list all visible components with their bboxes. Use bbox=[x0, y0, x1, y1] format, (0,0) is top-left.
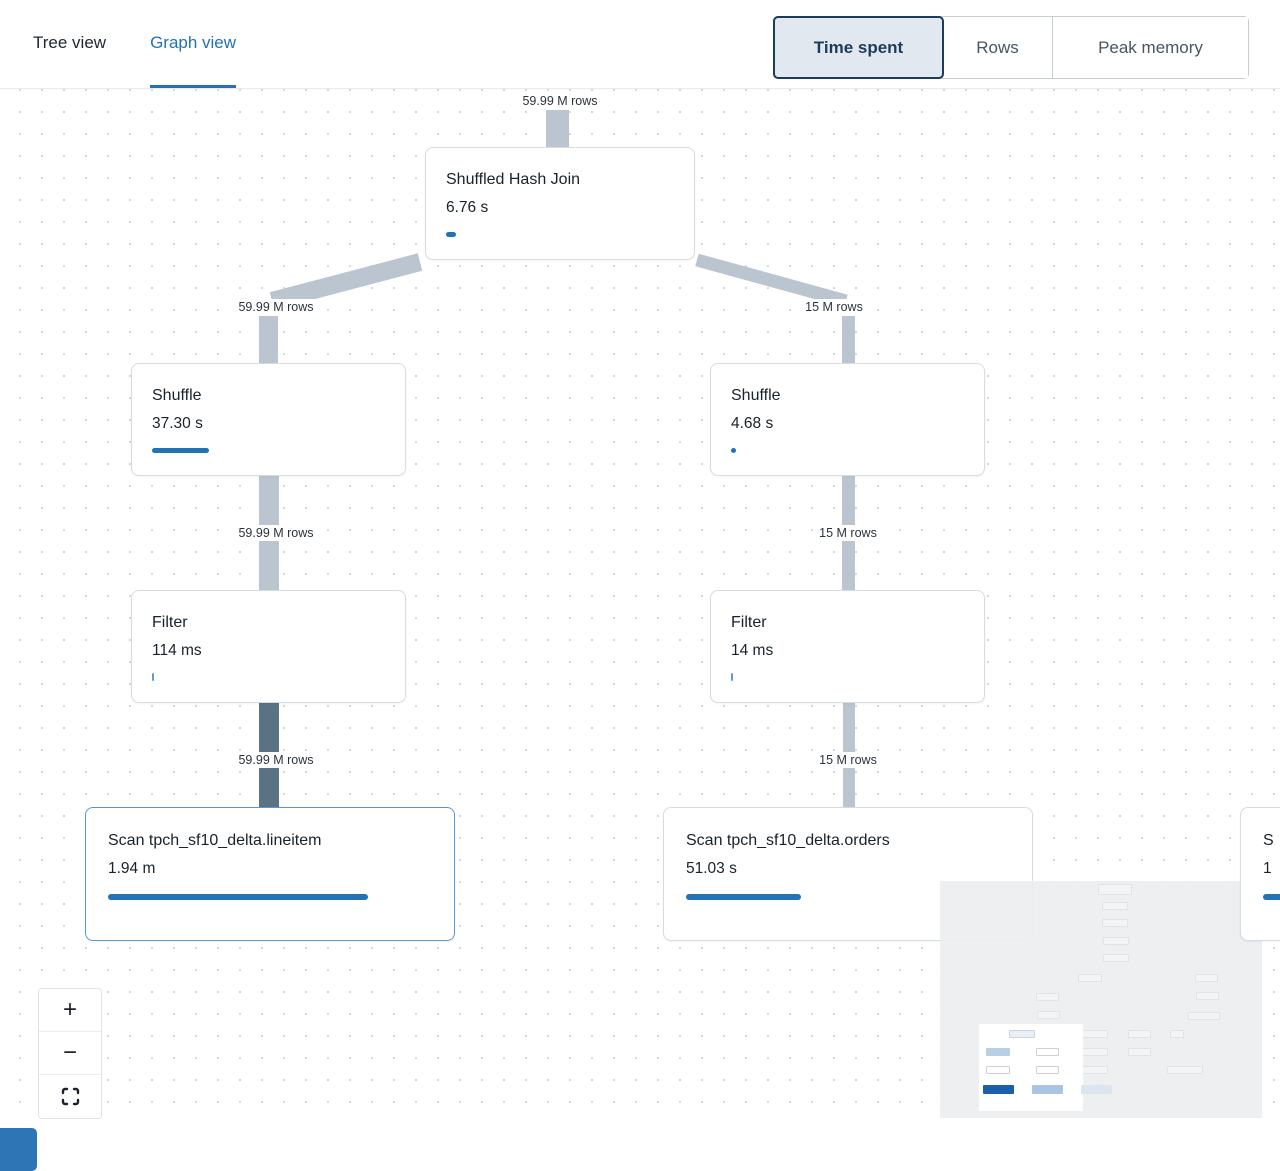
zoom-controls: + − bbox=[38, 988, 102, 1119]
minimap-node-scan-partial bbox=[1081, 1085, 1112, 1094]
node-time-spent: 14 ms bbox=[731, 642, 774, 659]
view-tabs: Tree view Graph view bbox=[33, 0, 237, 88]
time-spent-bar bbox=[731, 448, 736, 453]
edge-label-rows: 59.99 M rows bbox=[234, 525, 318, 541]
minimap-ghost-node bbox=[1082, 1030, 1108, 1038]
minimap-node-shuffle-right bbox=[1036, 1048, 1059, 1056]
node-scan-partial[interactable]: S 1 bbox=[1240, 807, 1280, 941]
node-title: Shuffled Hash Join bbox=[446, 171, 581, 188]
minimap-ghost-node bbox=[1078, 974, 1102, 982]
node-filter-right[interactable]: Filter 14 ms bbox=[710, 590, 985, 703]
minimap-node-filter-right bbox=[1036, 1066, 1059, 1074]
assistant-button-partial[interactable] bbox=[0, 1128, 37, 1171]
node-title: Shuffle bbox=[152, 387, 202, 404]
minimap-ghost-node bbox=[1103, 954, 1129, 962]
node-time-spent: 1 bbox=[1263, 860, 1272, 877]
edge-label-rows: 59.99 M rows bbox=[234, 299, 318, 315]
node-title: Scan tpch_sf10_delta.orders bbox=[686, 832, 890, 849]
minimap-node-filter-left bbox=[986, 1066, 1010, 1074]
minimap-ghost-node bbox=[1195, 974, 1218, 982]
edge-label-rows: 15 M rows bbox=[815, 525, 881, 541]
minimap-ghost-node bbox=[1188, 1012, 1220, 1020]
time-spent-bar bbox=[686, 894, 801, 900]
minimap-ghost-node bbox=[1037, 1011, 1060, 1019]
node-title: Shuffle bbox=[731, 387, 781, 404]
edge-label-rows: 15 M rows bbox=[815, 752, 881, 768]
node-time-spent: 4.68 s bbox=[731, 415, 774, 432]
time-spent-bar bbox=[731, 673, 733, 681]
toolbar: Tree view Graph view Time spent Rows Pea… bbox=[0, 0, 1280, 89]
minimap-ghost-node bbox=[1128, 1048, 1151, 1056]
node-title: Filter bbox=[731, 614, 767, 631]
node-title: S bbox=[1263, 832, 1274, 849]
minimap-ghost-node bbox=[1102, 902, 1128, 910]
node-shuffle-right[interactable]: Shuffle 4.68 s bbox=[710, 363, 985, 476]
minimap-ghost-node bbox=[1082, 1066, 1108, 1074]
minimap-ghost-node bbox=[1082, 1048, 1108, 1056]
edge-join-to-shuffle-left bbox=[259, 316, 278, 364]
edge-label-rows: 59.99 M rows bbox=[518, 93, 602, 109]
minimap-node-join bbox=[1009, 1030, 1035, 1038]
minimap-ghost-node bbox=[1103, 937, 1129, 945]
node-time-spent: 114 ms bbox=[152, 642, 202, 659]
node-scan-lineitem[interactable]: Scan tpch_sf10_delta.lineitem 1.94 m bbox=[85, 807, 455, 941]
node-time-spent: 1.94 m bbox=[108, 860, 156, 877]
node-time-spent: 6.76 s bbox=[446, 199, 489, 216]
minimap-node-scan-lineitem bbox=[983, 1085, 1014, 1094]
minimap-node-scan-orders bbox=[1032, 1085, 1063, 1094]
minimap-viewport[interactable] bbox=[979, 1024, 1083, 1111]
tab-graph-view[interactable]: Graph view bbox=[150, 0, 237, 88]
time-spent-bar bbox=[152, 673, 154, 681]
minimap-ghost-node bbox=[1170, 1030, 1184, 1038]
toggle-rows[interactable]: Rows bbox=[943, 17, 1052, 78]
fit-view-icon bbox=[61, 1087, 80, 1106]
edge-label-rows: 59.99 M rows bbox=[234, 752, 318, 768]
metric-toggle-group: Time spent Rows Peak memory bbox=[773, 16, 1249, 79]
toggle-time-spent[interactable]: Time spent bbox=[773, 16, 944, 79]
node-time-spent: 51.03 s bbox=[686, 860, 737, 877]
node-title: Scan tpch_sf10_delta.lineitem bbox=[108, 832, 322, 849]
time-spent-bar bbox=[1263, 894, 1280, 900]
minimap-ghost-node bbox=[1196, 992, 1219, 1000]
time-spent-bar bbox=[446, 232, 456, 237]
node-shuffle-left[interactable]: Shuffle 37.30 s bbox=[131, 363, 406, 476]
minimap-ghost-node bbox=[1167, 1066, 1203, 1074]
node-shuffled-hash-join[interactable]: Shuffled Hash Join 6.76 s bbox=[425, 147, 695, 260]
minimap-ghost-node bbox=[1102, 919, 1128, 927]
minimap-ghost-node bbox=[1098, 884, 1132, 895]
fit-view-button[interactable] bbox=[39, 1075, 101, 1118]
time-spent-bar bbox=[108, 894, 368, 900]
edge-into-join bbox=[546, 110, 569, 148]
edge-label-rows: 15 M rows bbox=[801, 299, 867, 315]
toggle-peak-memory[interactable]: Peak memory bbox=[1052, 17, 1248, 78]
edge-join-to-shuffle-right bbox=[842, 316, 855, 364]
node-title: Filter bbox=[152, 614, 188, 631]
node-filter-left[interactable]: Filter 114 ms bbox=[131, 590, 406, 703]
zoom-out-button[interactable]: − bbox=[39, 1032, 101, 1075]
tab-tree-view[interactable]: Tree view bbox=[33, 32, 107, 52]
time-spent-bar bbox=[152, 448, 209, 453]
minimap-node-shuffle-left bbox=[986, 1048, 1010, 1056]
minimap-ghost-node bbox=[1036, 993, 1059, 1001]
minimap[interactable] bbox=[940, 881, 1262, 1118]
node-time-spent: 37.30 s bbox=[152, 415, 203, 432]
zoom-in-button[interactable]: + bbox=[39, 989, 101, 1032]
minimap-ghost-node bbox=[1128, 1030, 1151, 1038]
